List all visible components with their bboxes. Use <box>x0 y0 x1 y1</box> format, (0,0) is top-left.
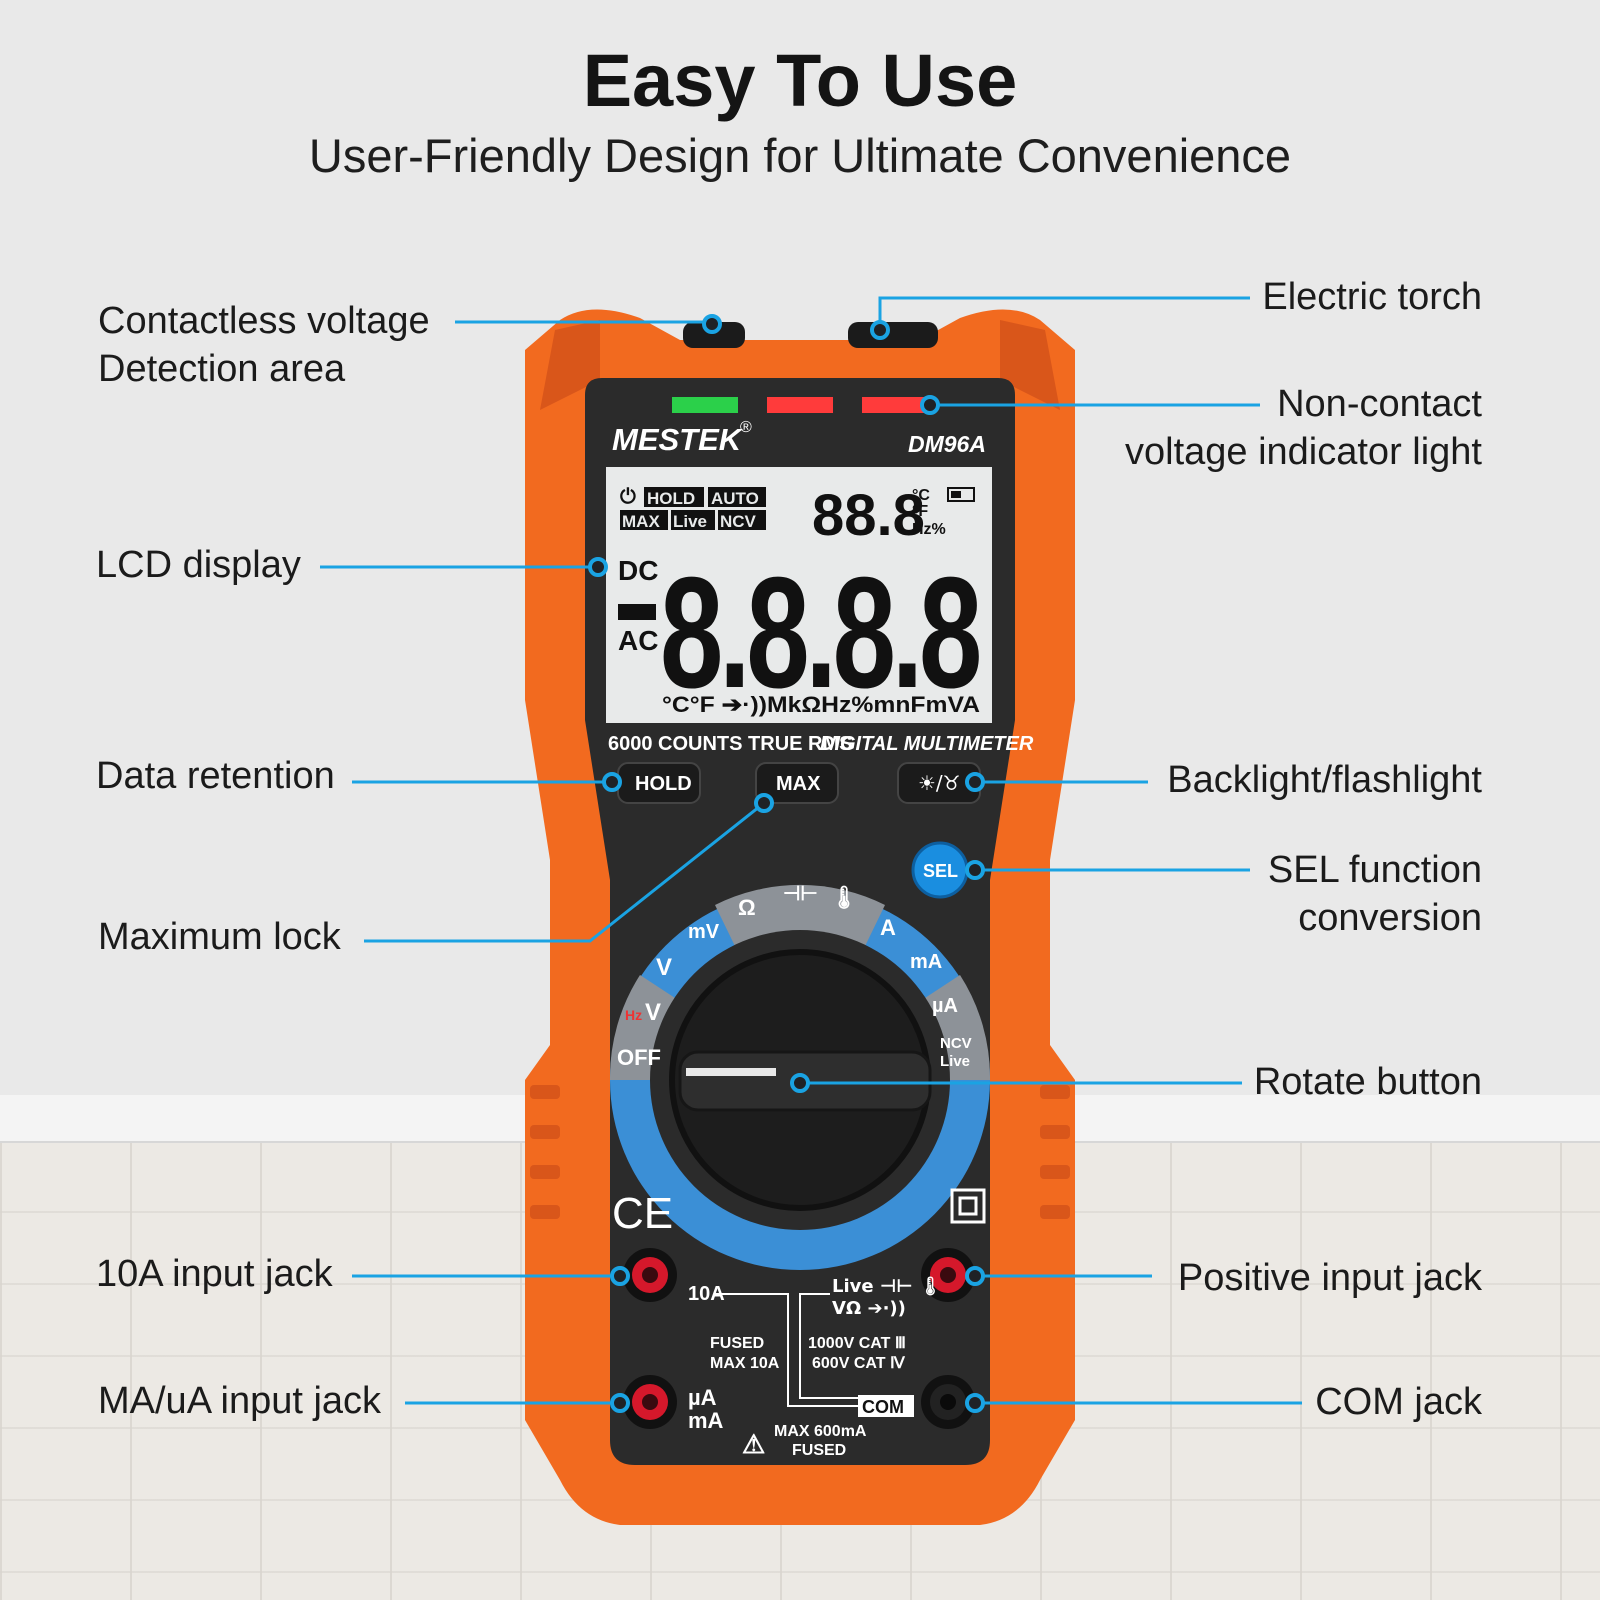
svg-text:Live: Live <box>940 1053 970 1070</box>
svg-text:HOLD: HOLD <box>647 489 695 508</box>
led-red-2 <box>862 397 928 413</box>
led-red-1 <box>767 397 833 413</box>
svg-text:☀/♉: ☀/♉ <box>918 771 961 795</box>
callout-contactless-2: Detection area <box>98 348 346 390</box>
svg-text:HOLD: HOLD <box>635 773 692 795</box>
svg-text:V: V <box>645 999 661 1026</box>
svg-text:MAX: MAX <box>776 773 821 795</box>
svg-text:µA: µA <box>688 1385 717 1410</box>
svg-text:600V CAT Ⅳ: 600V CAT Ⅳ <box>812 1355 906 1372</box>
svg-text:COM: COM <box>862 1397 904 1417</box>
callout-rotate: Rotate button <box>1253 1061 1482 1103</box>
svg-text:1000V CAT Ⅲ: 1000V CAT Ⅲ <box>808 1335 906 1352</box>
svg-text:SEL: SEL <box>923 861 958 881</box>
svg-text:A: A <box>880 915 896 940</box>
svg-text:AC: AC <box>618 625 658 656</box>
callout-line-max <box>364 801 765 943</box>
callout-hold: Data retention <box>96 755 335 797</box>
callout-10a: 10A input jack <box>96 1253 333 1295</box>
lcd-screen <box>606 467 992 723</box>
svg-text:MAX: MAX <box>622 512 660 531</box>
page-title: Easy To Use <box>582 39 1018 122</box>
callout-sel-2: conversion <box>1298 897 1482 939</box>
page-subtitle: User-Friendly Design for Ultimate Conven… <box>308 129 1292 182</box>
callout-torch: Electric torch <box>1262 276 1482 318</box>
svg-text:Live ⊣⊢ 🌡: Live ⊣⊢ 🌡 <box>832 1276 942 1297</box>
callout-ncv-1: Non-contact <box>1277 383 1482 425</box>
callout-line-torch <box>878 296 1250 328</box>
callout-com: COM jack <box>1315 1381 1482 1423</box>
callout-max: Maximum lock <box>98 916 341 958</box>
lcd-units-row: °C°F ➔·))MkΩHz%mnFmVA <box>662 692 980 717</box>
svg-text:mA: mA <box>688 1408 724 1433</box>
lcd-small-digits: 88.8 <box>812 483 925 548</box>
svg-text:AUTO: AUTO <box>711 489 759 508</box>
svg-text:NCV: NCV <box>940 1035 972 1052</box>
brand-logo: MESTEK <box>612 422 744 457</box>
svg-text:DIGITAL MULTIMETER: DIGITAL MULTIMETER <box>820 733 1034 755</box>
callout-ncv-2: voltage indicator light <box>1125 431 1482 473</box>
callout-sel-1: SEL function <box>1267 849 1482 891</box>
svg-text:🌡: 🌡 <box>830 885 858 911</box>
svg-text:6000 COUNTS TRUE RMS: 6000 COUNTS TRUE RMS <box>608 733 853 755</box>
svg-text:µA: µA <box>932 995 958 1017</box>
svg-text:mV: mV <box>688 921 720 943</box>
lcd-main-digits: 8.8.8.8 <box>660 545 980 721</box>
svg-text:Ω: Ω <box>738 895 756 920</box>
svg-text:OFF: OFF <box>617 1045 661 1070</box>
svg-text:10A: 10A <box>688 1283 725 1305</box>
svg-text:MAX 10A: MAX 10A <box>710 1355 780 1372</box>
svg-text:⊣⊢: ⊣⊢ <box>783 883 818 905</box>
svg-text:Live: Live <box>673 512 707 531</box>
svg-text:mA: mA <box>910 951 942 973</box>
callout-ma: MA/uA input jack <box>98 1380 382 1422</box>
svg-text:NCV: NCV <box>720 512 757 531</box>
callout-contactless-1: Contactless voltage <box>98 300 430 342</box>
svg-text:®: ® <box>740 419 752 436</box>
ce-mark: CE <box>612 1189 673 1238</box>
callout-backlight: Backlight/flashlight <box>1167 759 1482 801</box>
svg-text:Hz: Hz <box>625 1007 642 1023</box>
model-label: DM96A <box>908 431 986 457</box>
svg-text:°F: °F <box>912 503 928 520</box>
svg-text:⏻: ⏻ <box>620 486 636 508</box>
svg-text:⚠: ⚠ <box>742 1429 765 1459</box>
callout-positive: Positive input jack <box>1177 1257 1482 1299</box>
svg-text:FUSED: FUSED <box>792 1442 846 1459</box>
svg-text:FUSED: FUSED <box>710 1335 764 1352</box>
svg-text:Hz%: Hz% <box>912 521 946 538</box>
svg-text:DC: DC <box>618 555 658 586</box>
svg-text:V: V <box>656 954 672 981</box>
svg-text:°C: °C <box>912 487 930 504</box>
svg-text:MAX 600mA: MAX 600mA <box>774 1423 867 1440</box>
led-green <box>672 397 738 413</box>
max-button <box>755 762 839 804</box>
callout-lcd: LCD display <box>96 544 301 586</box>
svg-text:VΩ ➔·)): VΩ ➔·)) <box>832 1298 906 1319</box>
